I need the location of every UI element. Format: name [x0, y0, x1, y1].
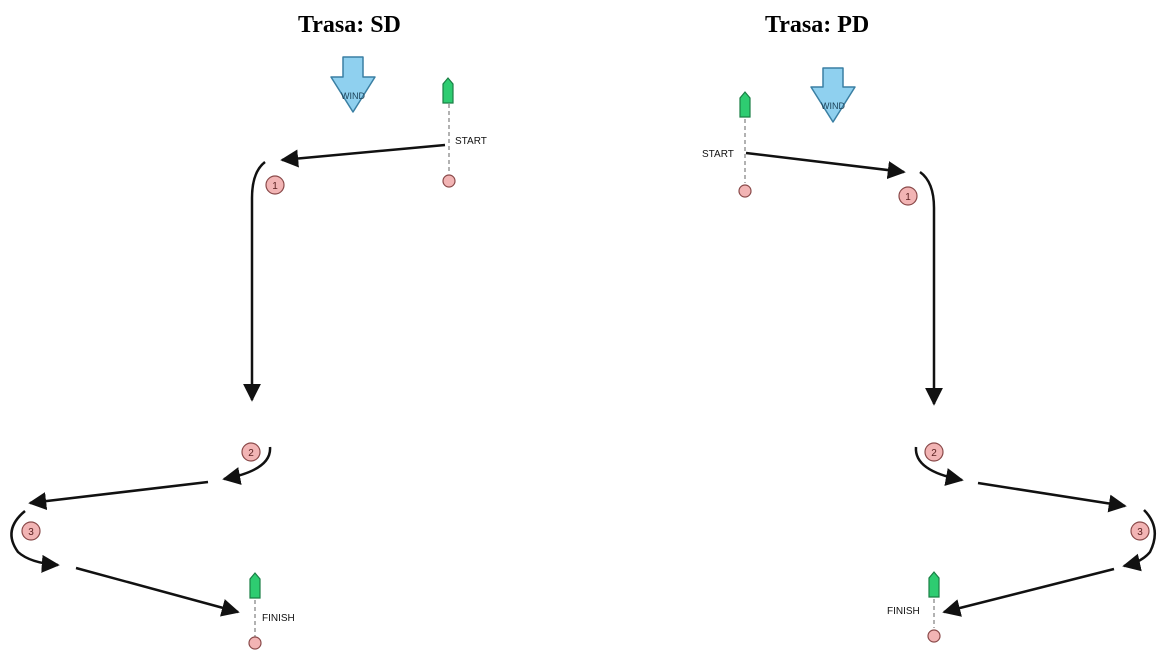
committee-boat-icon: [928, 571, 940, 598]
leg-mark-2-to-mark-3: [977, 481, 1127, 513]
wind-arrow-icon: WIND: [810, 67, 856, 123]
course-pd: WIND START 1 2 3: [702, 67, 1157, 643]
wind-arrow-icon: WIND: [330, 56, 376, 113]
mark-3: 3: [21, 521, 41, 541]
start-line: START: [702, 91, 752, 198]
mark-2: 2: [924, 442, 944, 462]
committee-boat-icon: [249, 572, 261, 599]
finish-label: FINISH: [262, 613, 295, 624]
leg-mark-2-to-mark-3: [28, 480, 209, 511]
pin-buoy-icon: [927, 629, 941, 643]
start-label: START: [702, 149, 734, 160]
svg-text:1: 1: [905, 192, 911, 203]
svg-text:3: 3: [28, 527, 34, 538]
svg-text:2: 2: [931, 448, 937, 459]
committee-boat-icon: [442, 77, 454, 104]
wind-label: WIND: [821, 101, 845, 111]
committee-boat-icon: [739, 91, 751, 118]
svg-text:1: 1: [272, 181, 278, 192]
mark-2: 2: [241, 442, 261, 462]
pin-buoy-icon: [738, 184, 752, 198]
pin-buoy-icon: [248, 636, 262, 650]
leg-start-to-mark-1: [280, 143, 446, 168]
course-pd-title: Trasa: PD: [765, 12, 870, 38]
finish-line: FINISH: [248, 572, 295, 650]
course-sd: WIND START 1 2 3: [10, 56, 487, 650]
leg-mark-3-to-finish: [942, 567, 1115, 617]
mark-1: 1: [898, 186, 918, 206]
start-label: START: [455, 136, 487, 147]
leg-mark-3-to-finish: [75, 566, 240, 617]
course-sd-title: Trasa: SD: [298, 12, 401, 38]
finish-line: FINISH: [887, 571, 941, 643]
svg-text:3: 3: [1137, 527, 1143, 538]
start-line: START: [442, 77, 487, 188]
finish-label: FINISH: [887, 606, 920, 617]
mark-3: 3: [1130, 521, 1150, 541]
pin-buoy-icon: [442, 174, 456, 188]
mark-1: 1: [265, 175, 285, 195]
svg-text:2: 2: [248, 448, 254, 459]
wind-label: WIND: [341, 91, 365, 101]
leg-start-to-mark-1: [745, 151, 906, 180]
